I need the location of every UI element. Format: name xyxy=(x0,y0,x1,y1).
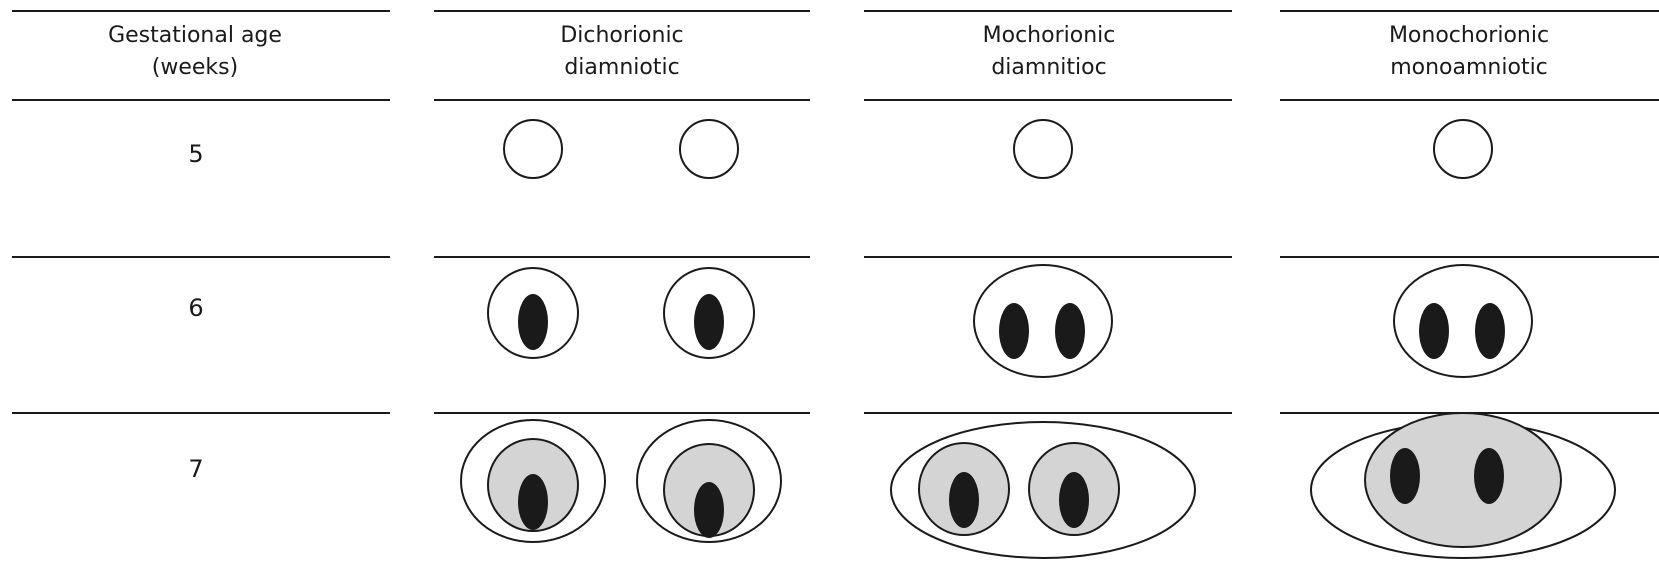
gestational-sac xyxy=(680,120,738,178)
embryo xyxy=(1390,448,1420,504)
embryo xyxy=(949,472,979,528)
embryo xyxy=(1474,448,1504,504)
embryo xyxy=(1475,303,1505,359)
embryo xyxy=(518,294,548,350)
chorionic-sac xyxy=(974,265,1112,377)
embryo xyxy=(1419,303,1449,359)
embryo xyxy=(518,474,548,530)
embryo xyxy=(694,482,724,538)
chorionic-sac xyxy=(1394,265,1532,377)
embryo xyxy=(1059,472,1089,528)
embryo xyxy=(694,294,724,350)
embryo xyxy=(999,303,1029,359)
gestational-sac xyxy=(504,120,562,178)
embryo xyxy=(1055,303,1085,359)
gestational-sac xyxy=(1014,120,1072,178)
gestational-sac xyxy=(1434,120,1492,178)
